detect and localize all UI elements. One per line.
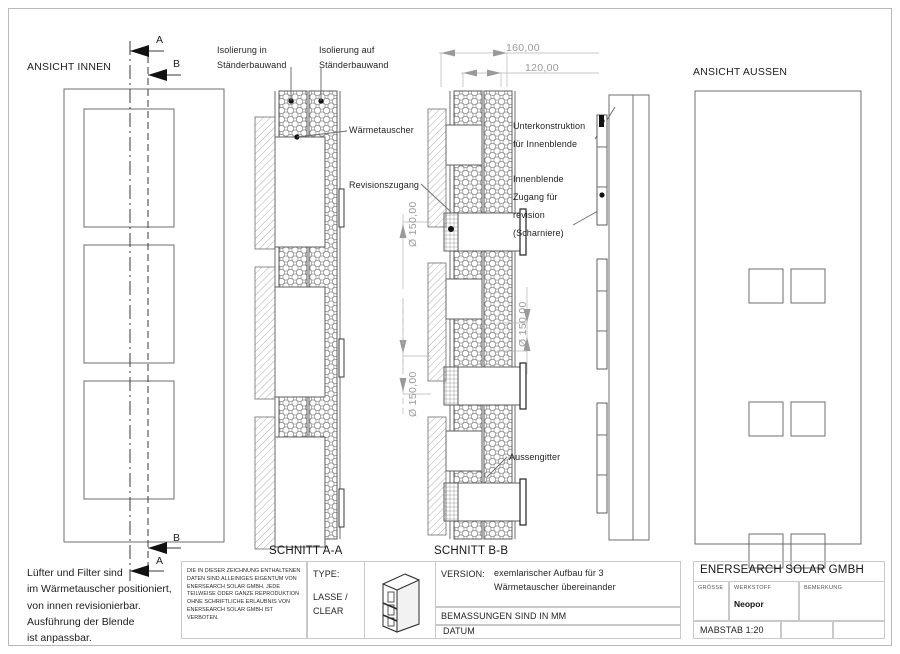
callout-unterkonstruktion-line2: für Innenblende xyxy=(513,139,578,149)
callout-isolierung-auf-line2: Ständerbauwand xyxy=(319,60,389,70)
company-name: ENERSEARCH SOLAR GMBH xyxy=(700,564,864,576)
dimension-dia-left-lines-2 xyxy=(399,298,431,414)
type-value-line2: CLEAR xyxy=(313,606,344,616)
callout-waermetauscher: Wärmetauscher xyxy=(349,125,414,135)
massstab-blank-cell-1 xyxy=(781,621,833,639)
version-value-line1: exemlarischer Aufbau für 3 xyxy=(494,568,604,578)
section-title-bb: SCHNITT B-B xyxy=(434,545,509,557)
title-block: DIE IN DIESER ZEICHNUNG ENTHALTENEN DATE… xyxy=(181,561,885,639)
drawing-sheet: ANSICHT INNEN A B A B Isolierung in Stän… xyxy=(8,8,892,646)
dimension-dia-2: Ø 150,00 xyxy=(517,301,529,347)
massstab-blank-cell-2 xyxy=(833,621,885,639)
product-isometric-icon xyxy=(382,573,420,633)
right-side-section-strip xyxy=(596,94,650,541)
left-note-line-3: von innen revisionierbar. xyxy=(27,599,141,612)
massstab-text: MABSTAB 1:20 xyxy=(700,625,764,635)
callout-innenblende-line3: revision xyxy=(513,210,545,220)
left-note-block: Lüfter und Filter sind im Wärmetauscher … xyxy=(27,565,197,646)
werkstoff-label: WERKSTOFF xyxy=(734,585,772,591)
dimension-dia-3: Ø 150,00 xyxy=(407,371,419,417)
datum-label: DATUM xyxy=(443,626,475,636)
callout-isolierung-in-line1: Isolierung in xyxy=(217,45,267,55)
dimension-dia-right-lines xyxy=(497,287,531,374)
bemassungen-cell: BEMASSUNGEN SIND IN MM xyxy=(435,607,681,625)
dimension-dia-1: Ø 150,00 xyxy=(407,201,419,247)
version-label: VERSION: xyxy=(441,569,485,579)
top-dimension-lines xyxy=(439,49,599,87)
dimension-width-outer: 160,00 xyxy=(506,42,540,54)
section-marker-b-top: B xyxy=(173,58,181,70)
section-marker-a-bottom: A xyxy=(156,555,164,567)
version-cell: VERSION: exemlarischer Aufbau für 3 Wärm… xyxy=(435,561,681,607)
inner-elevation-drawing xyxy=(63,41,225,581)
aussengitter-leader xyxy=(486,456,508,478)
view-title-inner: ANSICHT INNEN xyxy=(27,61,112,73)
callout-unterkonstruktion-line1: Unterkonstruktion xyxy=(513,121,586,131)
callout-innenblende-line2: Zugang für xyxy=(513,192,558,202)
werkstoff-value: Neopor xyxy=(734,599,764,609)
left-note-line-5: ist anpassbar. xyxy=(27,632,92,645)
dimension-width-inner: 120,00 xyxy=(525,62,559,74)
callout-innenblende-line4: (Scharniere) xyxy=(513,228,564,238)
outer-elevation-drawing xyxy=(694,90,862,569)
version-value-line2: Wärmetauscher übereinander xyxy=(494,582,616,592)
bemerkung-cell: BEMERKUNG xyxy=(799,581,885,621)
section-aa-drawing xyxy=(254,67,348,550)
bemerkung-label: BEMERKUNG xyxy=(804,585,843,591)
isometric-preview-cell xyxy=(365,561,435,639)
left-note-line-1: Lüfter und Filter sind xyxy=(27,567,123,579)
callout-aussengitter: Aussengitter xyxy=(509,452,561,462)
callout-isolierung-in-line2: Ständerbauwand xyxy=(217,60,287,70)
datum-cell: DATUM xyxy=(435,625,681,639)
type-value-line1: LASSE / xyxy=(313,592,348,602)
massstab-cell: MABSTAB 1:20 xyxy=(693,621,781,639)
view-title-outer: ANSICHT AUSSEN xyxy=(693,66,788,78)
legal-notice-text: DIE IN DIESER ZEICHNUNG ENTHALTENEN DATE… xyxy=(187,568,301,621)
section-marker-a-top: A xyxy=(156,34,164,46)
left-note-line-2: im Wärmetauscher positioniert, xyxy=(27,583,172,596)
werkstoff-cell: WERKSTOFF Neopor xyxy=(729,581,799,621)
type-label: TYPE: xyxy=(313,569,340,579)
section-bb-drawing xyxy=(427,90,527,540)
legal-notice-cell: DIE IN DIESER ZEICHNUNG ENTHALTENEN DATE… xyxy=(181,561,307,639)
groesse-label: GRÖSSE xyxy=(698,585,724,591)
company-cell: ENERSEARCH SOLAR GMBH xyxy=(693,561,885,581)
type-cell: TYPE: LASSE / CLEAR xyxy=(307,561,365,639)
groesse-cell: GRÖSSE xyxy=(693,581,729,621)
bemassungen-text: BEMASSUNGEN SIND IN MM xyxy=(441,611,567,621)
callout-isolierung-auf-line1: Isolierung auf xyxy=(319,45,375,55)
section-marker-b-bottom: B xyxy=(173,532,181,544)
left-note-line-4: Ausführung der Blende xyxy=(27,615,135,628)
callout-revisionszugang: Revisionszugang xyxy=(349,180,420,190)
section-title-aa: SCHNITT A-A xyxy=(269,545,343,557)
callout-innenblende-line1: Innenblende xyxy=(513,174,564,184)
